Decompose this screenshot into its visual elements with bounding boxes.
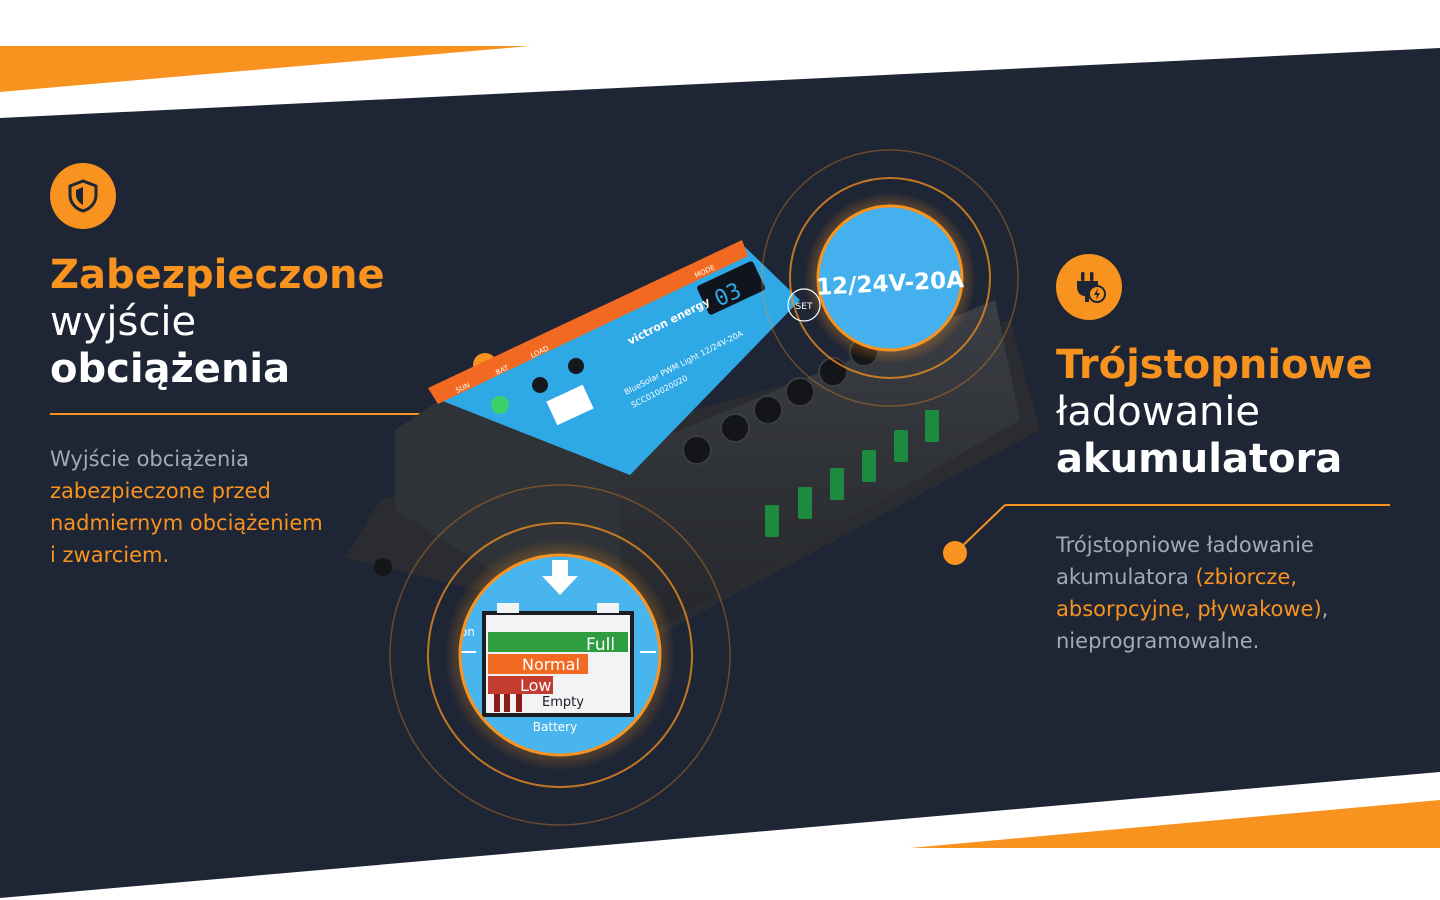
shield-glyph xyxy=(68,179,98,213)
shield-icon xyxy=(50,163,116,229)
right-title-line1: Trójstopniowe xyxy=(1056,342,1373,388)
mounting-hole-left xyxy=(374,558,392,576)
digital-display xyxy=(697,261,765,315)
mini-battery-graphic xyxy=(546,384,594,426)
level-normal: Normal xyxy=(522,655,580,674)
left-title-line1: Zabezpieczone xyxy=(50,252,385,298)
rating-callout: 12/24V-20A SET xyxy=(761,149,1019,407)
led-load xyxy=(568,358,584,374)
orange-label-strip xyxy=(428,240,748,404)
level-low: Low xyxy=(520,676,552,695)
left-desc-plain: Wyjście obciążenia xyxy=(50,447,249,471)
left-title-line3: obciążenia xyxy=(50,346,291,392)
battery-caption: Battery xyxy=(533,720,577,734)
right-feature-description: Trójstopniowe ładowanie akumulatora (zbi… xyxy=(1056,529,1416,657)
led-bat xyxy=(532,377,548,393)
left-desc-accent-1: zabezpieczone przed xyxy=(50,479,271,503)
battery-callout: Full Normal Low Empty Battery on xyxy=(389,484,731,826)
right-title-line3: akumulatora xyxy=(1056,436,1343,482)
body-right xyxy=(620,300,1020,650)
right-title-line2: ładowanie xyxy=(1056,389,1261,435)
left-feature-description: Wyjście obciążenia zabezpieczone przed n… xyxy=(50,443,390,571)
left-feature-title: Zabezpieczone wyjście obciążenia xyxy=(50,252,385,393)
right-desc-line3-accent: absorpcyjne, pływakowe) xyxy=(1056,597,1322,621)
right-connector-dot xyxy=(943,541,967,565)
right-desc-line4: nieprogramowalne. xyxy=(1056,629,1260,653)
left-desc-accent-2: nadmiernym obciążeniem xyxy=(50,511,323,535)
terminal-slots xyxy=(765,410,939,537)
right-desc-line1: Trójstopniowe ładowanie xyxy=(1056,533,1314,557)
right-desc-line3-plain: , xyxy=(1321,597,1329,621)
accent-stripe-top xyxy=(0,46,530,92)
accent-stripe-bottom xyxy=(910,800,1440,848)
level-full: Full xyxy=(586,635,615,655)
right-feature-title: Trójstopniowe ładowanie akumulatora xyxy=(1056,342,1373,483)
right-desc-line2-plain: akumulatora xyxy=(1056,565,1196,589)
level-empty: Empty xyxy=(542,695,584,710)
terminal-screws xyxy=(682,337,879,465)
plug-bolt-icon xyxy=(1056,254,1122,320)
led-sun xyxy=(491,396,509,414)
plug-glyph xyxy=(1077,272,1106,303)
set-label: SET xyxy=(796,302,813,312)
left-title-line2: wyjście xyxy=(50,299,197,345)
right-desc-line2-accent: (zbiorcze, xyxy=(1195,565,1298,589)
left-desc-accent-3: i zwarciem. xyxy=(50,543,170,567)
